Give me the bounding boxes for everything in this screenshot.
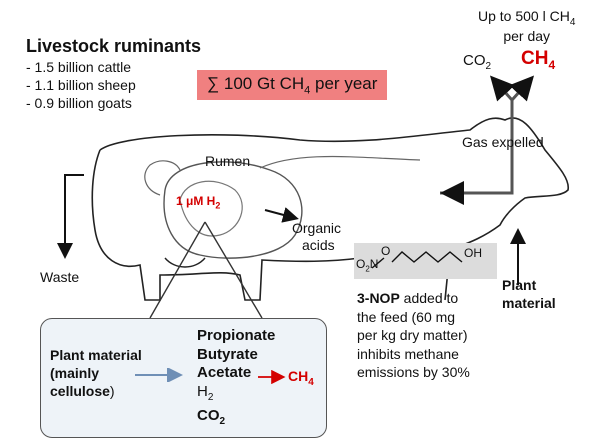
structure-no-bond [371, 257, 385, 269]
nop-description: 3-NOP added to the feed (60 mg per kg dr… [357, 290, 470, 380]
fork-co2-arrow [489, 75, 515, 102]
product-acetate: Acetate [197, 364, 252, 381]
plant-material-label: Plant material [502, 277, 556, 311]
emissions-banner: ∑ 100 Gt CH4 per year [197, 70, 388, 101]
udder-outline [164, 257, 206, 268]
sum-symbol: ∑ [207, 74, 220, 93]
rumen-label: Rumen [205, 153, 251, 169]
livestock-item-goats: - 0.9 billion goats [26, 95, 132, 111]
ch4-rate-sub: 4 [569, 16, 576, 28]
callout-ch4: CH4 [288, 368, 314, 388]
ch4-rate-line1: Up to 500 l CH [478, 8, 570, 24]
structure-oh: OH [464, 246, 482, 260]
livestock-title: Livestock ruminants [26, 36, 202, 56]
co2-output: CO2 [463, 52, 492, 72]
rumen-inner [179, 180, 243, 237]
product-h2: H2 [197, 382, 214, 403]
banner-sub: 4 [304, 84, 311, 97]
h2-concentration: 1 μM H2 [176, 194, 221, 211]
fork-ch4-arrow [509, 75, 535, 102]
product-co2: CO2 [197, 407, 226, 427]
waste-label: Waste [40, 269, 80, 285]
digestive-tract [144, 155, 421, 196]
organic-acids-label: Organic acids [292, 220, 342, 253]
ch4-rate-line2: per day [503, 27, 551, 44]
cow-outline [91, 117, 570, 301]
acetate-to-ch4-arrow [258, 370, 286, 384]
callout-connector-right [204, 221, 263, 319]
waste-arrow [57, 174, 84, 259]
callout-connector-left [149, 221, 206, 319]
ch4-output: CH4 [521, 48, 556, 72]
product-propionate: Propionate [197, 327, 276, 344]
structure-box [354, 243, 497, 279]
ch4-rate: Up to 500 l CH4 per day [478, 8, 575, 44]
rumen-outline [163, 161, 303, 259]
structure-bonds [391, 251, 463, 263]
nop-name: 3-NOP [357, 290, 400, 306]
gas-expelled-label: Gas expelled [462, 134, 544, 150]
banner-text: 100 Gt CH [223, 74, 305, 93]
structure-o2n: O2N [356, 257, 379, 274]
product-butyrate: Butyrate [197, 345, 258, 363]
structure-o: O [381, 244, 391, 258]
livestock-item-sheep: - 1.1 billion sheep [26, 77, 136, 93]
callout-conversion-arrow [135, 368, 183, 382]
livestock-list: - 1.5 billion cattle - 1.1 billion sheep… [26, 58, 136, 112]
banner-suffix: per year [310, 74, 378, 93]
callout-plant-material: Plant material (mainly cellulose) [50, 347, 142, 399]
livestock-item-cattle: - 1.5 billion cattle [26, 59, 132, 75]
organic-acids-arrow [264, 207, 299, 223]
callout-products: Propionate Butyrate Acetate H2 CO2 [197, 327, 275, 432]
